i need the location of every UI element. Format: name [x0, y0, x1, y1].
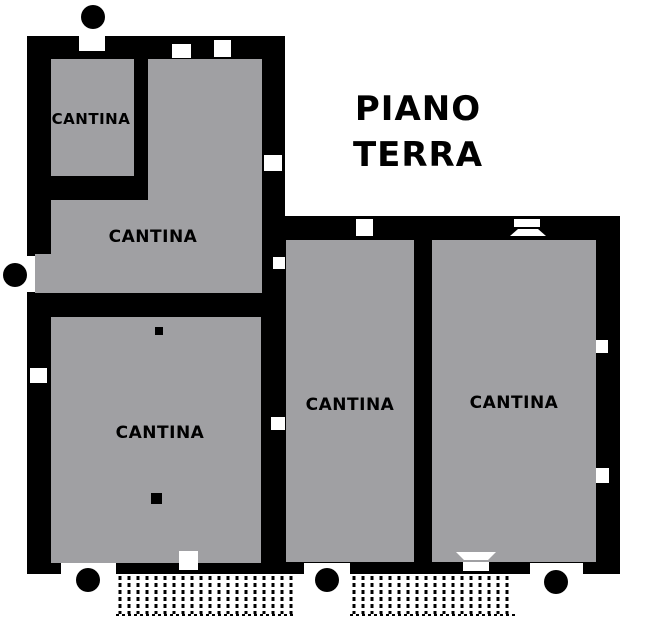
window-top-2	[214, 40, 231, 57]
niche-top	[510, 219, 546, 236]
title-line-2: TERRA	[353, 135, 483, 175]
room-labels: CANTINA CANTINA CANTINA CANTINA CANTINA	[52, 110, 559, 443]
room-label-right: CANTINA	[470, 393, 559, 413]
window-right-wall-2	[596, 468, 609, 483]
window-bottom	[179, 551, 198, 570]
window-top-1	[172, 44, 191, 58]
window-right-wall-1	[596, 340, 608, 353]
marker-bottom-2	[315, 568, 339, 592]
window-inner-wall	[271, 417, 285, 430]
pillars	[151, 327, 163, 504]
room-middle	[286, 240, 414, 562]
room-label-middle: CANTINA	[306, 395, 395, 415]
opening-top-door	[79, 36, 105, 51]
window-top-mid	[356, 219, 373, 236]
marker-bottom-3	[544, 570, 568, 594]
room-label-upper: CANTINA	[109, 227, 198, 247]
room-right	[432, 240, 596, 562]
exterior-steps	[116, 576, 515, 616]
pillar-lower	[151, 493, 162, 504]
marker-left	[3, 263, 27, 287]
room-label-lower-left: CANTINA	[116, 423, 205, 443]
marker-bottom-1	[76, 568, 100, 592]
steps-left	[118, 576, 293, 614]
window-right-mid	[273, 257, 285, 269]
niche-bottom	[456, 552, 496, 571]
window-left	[30, 368, 47, 383]
markers	[3, 5, 568, 594]
plan-title: PIANO TERRA	[353, 89, 483, 175]
opening-bottom-gap-2	[530, 563, 583, 574]
room-upper-l	[35, 59, 262, 293]
room-small-topleft	[51, 59, 134, 176]
marker-top	[81, 5, 105, 29]
rooms	[35, 59, 596, 563]
steps-right	[352, 576, 509, 614]
opening-left-door	[27, 256, 35, 292]
room-lower-left	[51, 317, 261, 563]
room-label-small: CANTINA	[52, 110, 131, 128]
window-right-upper	[264, 155, 282, 171]
pillar-upper	[155, 327, 163, 335]
title-line-1: PIANO	[355, 89, 481, 129]
